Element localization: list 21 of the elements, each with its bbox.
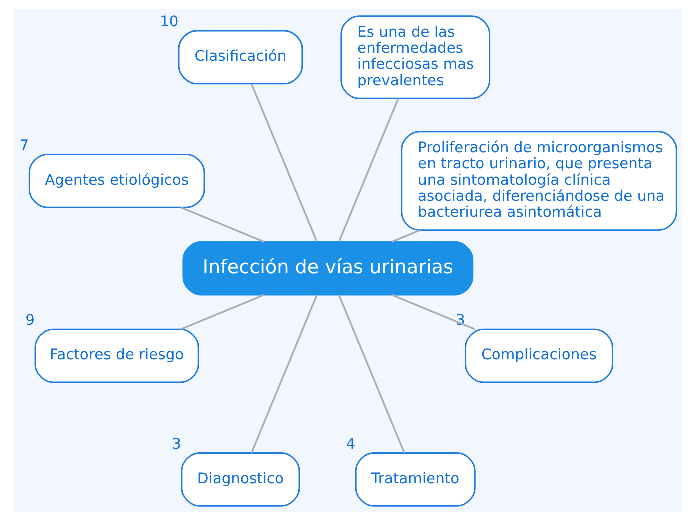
connector xyxy=(392,294,476,330)
connector xyxy=(181,294,265,330)
node-box: Clasificación xyxy=(178,30,304,84)
connector xyxy=(250,294,318,453)
node-label: 10 xyxy=(160,13,179,30)
connector xyxy=(338,294,406,453)
connector xyxy=(338,98,400,242)
node-box: Es una de las enfermedades infecciosas mas prevalentes xyxy=(340,15,491,99)
node-label: 3 xyxy=(172,435,182,452)
connector xyxy=(181,206,265,242)
node-box: Proliferación de microorganismos en tracto urinario, que presenta una sintomatología clínica asociada, diferenciándose de una bacteriurea asintomática xyxy=(401,130,678,231)
node-box: Agentes etiológicos xyxy=(28,153,206,208)
node-label: 9 xyxy=(26,312,36,329)
node-box: Infección de vías urinarias xyxy=(182,240,474,296)
node-label: 4 xyxy=(346,435,356,452)
node-label: 7 xyxy=(20,136,30,154)
node-box: Complicaciones xyxy=(465,328,614,383)
node-box: Factores de riesgo xyxy=(34,328,200,383)
node-box: Diagnostico xyxy=(181,452,300,506)
connector xyxy=(250,83,318,242)
node-box: Tratamiento xyxy=(355,452,476,506)
